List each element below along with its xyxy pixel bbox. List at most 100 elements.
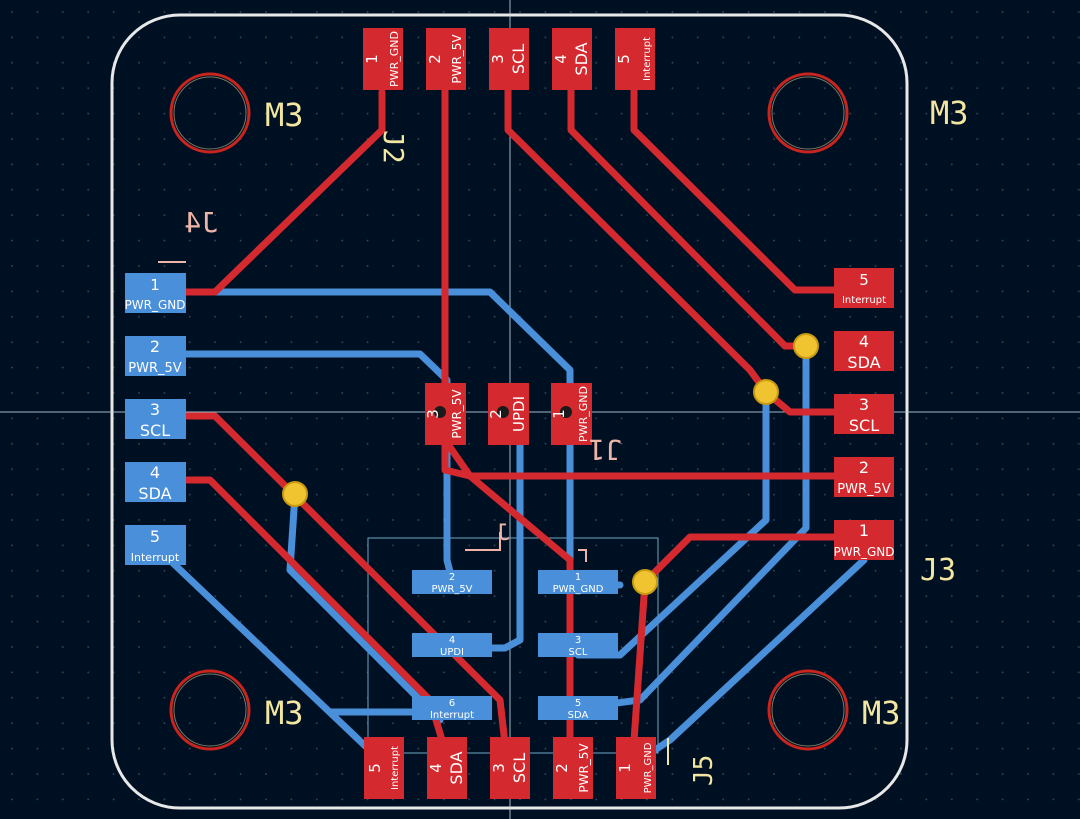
pad-number: 5 (615, 54, 633, 64)
pad-j5-3[interactable]: 3 SCL (490, 737, 530, 799)
pad-number: 2 (553, 763, 571, 773)
pad-net-label: SDA (568, 710, 589, 721)
via[interactable] (793, 333, 819, 359)
pad-j3-5[interactable]: 5 Interrupt (834, 268, 894, 308)
connector-j5: 5 Interrupt 4 SDA 3 SCL 2 PWR_5V 1 PWR_G… (364, 737, 719, 799)
pad-net-label: Interrupt (642, 37, 653, 81)
pad-number: 4 (552, 54, 570, 64)
trace-front-scl-j2 (504, 76, 770, 396)
reference-designator: J5 (689, 755, 719, 786)
pad-j4-2[interactable]: 2 PWR_5V (125, 336, 186, 376)
pad-net-label: UPDI (510, 396, 528, 432)
mounting-hole-top-left[interactable] (169, 72, 251, 154)
pad-number: 1 (575, 572, 581, 583)
pad-j2-3[interactable]: 3 SCL (489, 28, 529, 90)
pad-number: 5 (575, 698, 581, 709)
pad-j4-1[interactable]: 1 PWR_GND (125, 273, 186, 313)
pad-number: 4 (150, 463, 160, 482)
mounting-hole-label: M3 (930, 94, 969, 132)
pad-number: 3 (424, 409, 442, 419)
pad-net-label: Interrupt (842, 295, 886, 306)
pad-j2-4[interactable]: 4 SDA (552, 28, 592, 90)
connector-j1: 3 PWR_5V 2 UPDI 1 PWR_GND J1 (424, 383, 622, 466)
pad-net-label: PWR_5V (837, 482, 890, 497)
connector-j4: J4 1 PWR_GND 2 PWR_5V 3 SCL 4 SDA 5 Inte… (125, 206, 218, 565)
pad-number: 5 (150, 527, 160, 546)
pad-net-label: SDA (572, 42, 591, 75)
pad-u-5[interactable]: 5 SDA (538, 696, 618, 721)
pad-j2-2[interactable]: 2 PWR_5V (426, 28, 466, 90)
pad-net-label: SCL (140, 421, 170, 440)
via[interactable] (282, 481, 308, 507)
trace-front-gnd-j3 (628, 533, 868, 774)
pad-j3-3[interactable]: 3 SCL (834, 394, 894, 435)
reference-designator: J2 (377, 130, 410, 164)
pad-j2-1[interactable]: 1 PWR_GND (363, 28, 403, 90)
pad-number: 4 (449, 635, 455, 646)
pad-number: 3 (489, 54, 507, 64)
pad-net-label: PWR_5V (431, 584, 472, 595)
pad-j4-5[interactable]: 5 Interrupt (125, 525, 186, 565)
pad-j5-5[interactable]: 5 Interrupt (364, 737, 404, 799)
pad-number: 1 (550, 409, 568, 419)
pad-j5-1[interactable]: 1 PWR_GND (616, 737, 656, 799)
pad-net-label: SCL (569, 647, 588, 658)
pad-number: 1 (859, 521, 869, 540)
pad-net-label: SDA (138, 484, 171, 503)
connector-j3: 5 Interrupt 4 SDA 3 SCL 2 PWR_5V 1 PWR_G… (834, 268, 956, 588)
reference-designator: J3 (920, 553, 956, 588)
pad-j1-3[interactable]: 3 PWR_5V (424, 383, 466, 445)
pad-j3-1[interactable]: 1 PWR_GND (834, 520, 895, 560)
pad-j3-2[interactable]: 2 PWR_5V (834, 457, 894, 497)
pad-j1-1[interactable]: 1 PWR_GND (550, 383, 592, 445)
pad-j5-2[interactable]: 2 PWR_5V (553, 737, 593, 799)
pad-net-label: PWR_GND (125, 298, 186, 312)
pad-number: 2 (150, 337, 160, 356)
mounting-hole-label: M3 (265, 694, 304, 732)
pad-net-label: SCL (849, 416, 879, 435)
pad-net-label: UPDI (440, 647, 464, 658)
pad-number: 1 (363, 54, 381, 64)
pad-number: 2 (449, 572, 455, 583)
trace-front-interrupt-j2 (630, 76, 868, 294)
reference-designator: J1 (588, 433, 622, 466)
pad-u-2[interactable]: 2 PWR_5V (412, 570, 492, 595)
mounting-hole-label: M3 (265, 96, 304, 134)
reference-designator: J4 (184, 206, 218, 239)
mounting-hole-label: M3 (862, 694, 901, 732)
mounting-hole-top-right[interactable] (767, 72, 849, 154)
pad-net-label: PWR_GND (388, 31, 401, 87)
mounting-hole-bottom-left[interactable] (169, 669, 251, 751)
reference-designator: J (497, 521, 510, 546)
mounting-hole-bottom-right[interactable] (767, 669, 849, 751)
pad-j4-3[interactable]: 3 SCL (125, 399, 186, 440)
connector-j2: 1 PWR_GND 2 PWR_5V 3 SCL 4 SDA 5 Interru… (363, 28, 655, 164)
pad-number: 3 (859, 395, 869, 414)
pad-j2-5[interactable]: 5 Interrupt (615, 28, 655, 90)
mounting-holes: M3 M3 M3 M3 (169, 72, 969, 751)
pad-j4-4[interactable]: 4 SDA (125, 462, 186, 503)
pad-net-label: SCL (510, 753, 529, 783)
pad-u-6[interactable]: 6 Interrupt (412, 696, 492, 721)
pad-number: 1 (150, 276, 160, 294)
pad-j3-4[interactable]: 4 SDA (834, 331, 894, 372)
pad-number: 5 (366, 763, 384, 773)
pad-u-1[interactable]: 1 PWR_GND (538, 570, 618, 595)
pad-net-label: PWR_GND (643, 742, 654, 793)
pad-net-label: PWR_GND (553, 584, 604, 595)
pad-u-4[interactable]: 4 UPDI (412, 633, 492, 658)
pad-j5-4[interactable]: 4 SDA (427, 737, 467, 799)
via[interactable] (632, 569, 658, 595)
pad-number: 1 (616, 763, 634, 773)
pad-number: 3 (150, 400, 160, 419)
pad-number: 2 (859, 458, 869, 477)
pad-number: 4 (427, 763, 445, 773)
via[interactable] (753, 379, 779, 405)
pad-net-label: PWR_5V (577, 743, 591, 793)
pad-net-label: Interrupt (131, 551, 180, 564)
pad-j1-2[interactable]: 2 UPDI (487, 383, 529, 445)
pad-net-label: SDA (847, 353, 880, 372)
pad-net-label: PWR_GND (577, 386, 590, 442)
pad-u-3[interactable]: 3 SCL (538, 633, 618, 658)
